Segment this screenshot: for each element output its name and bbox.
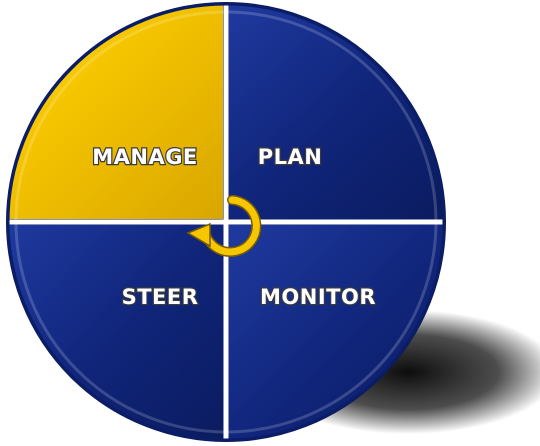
label-monitor: MONITOR <box>260 285 376 309</box>
cycle-arrow-icon <box>186 195 262 257</box>
quadrant-manage[interactable] <box>0 0 223 219</box>
label-steer: STEER <box>122 285 199 309</box>
label-plan: PLAN <box>258 145 323 169</box>
quadrant-steer[interactable] <box>0 225 223 446</box>
disc-edge <box>6 2 446 442</box>
label-manage: MANAGE <box>92 145 198 169</box>
